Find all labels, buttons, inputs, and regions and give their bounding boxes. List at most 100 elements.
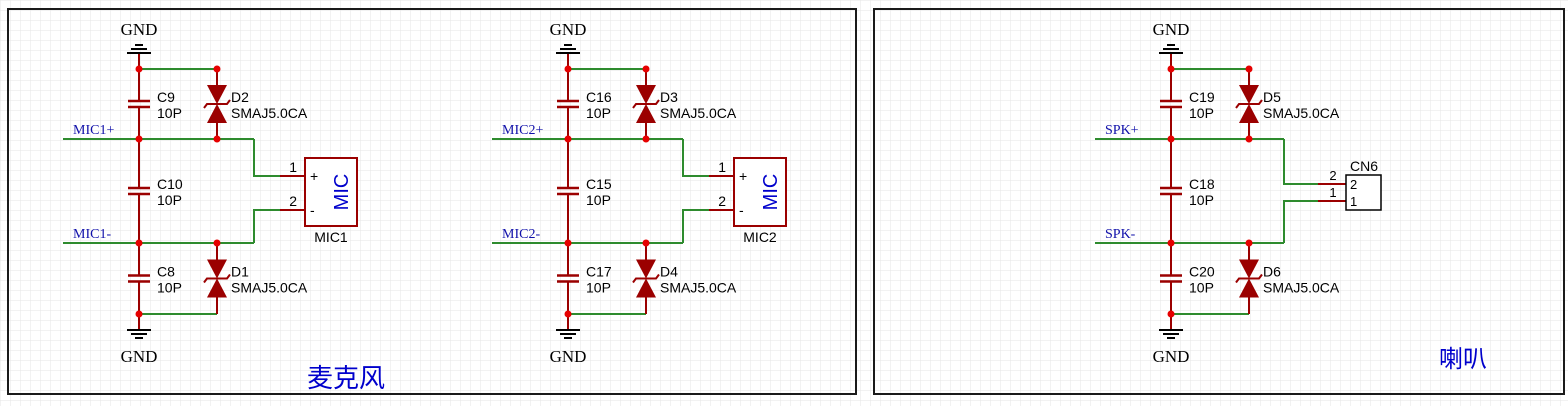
mic1-pin1-number: 1 (289, 159, 297, 175)
mic2-gnd-top-label: GND (550, 20, 587, 39)
junction-dot (135, 135, 143, 143)
mic1-pin2-number: 2 (289, 193, 297, 209)
mic1-tvs-top-upper-triangle (207, 85, 227, 104)
mic1-net-pos: MIC1+ (73, 123, 114, 138)
mic2-cap-top-ref: C16 (586, 89, 612, 105)
mic1-cap-bottom-value: 10P (157, 280, 182, 296)
mic1-net-neg: MIC1- (73, 227, 111, 242)
spk-tvs-bottom-part: SMAJ5.0CA (1263, 280, 1340, 296)
components-layer (127, 44, 1382, 339)
mic1-wire-pin2 (253, 209, 280, 243)
mic2-cap-top-value: 10P (586, 105, 611, 121)
mic2-tvs-top-upper-triangle (636, 85, 656, 104)
mic2-wire-pin1 (682, 139, 709, 177)
mic2-net-neg: MIC2- (502, 227, 540, 242)
junction-dot (213, 65, 221, 73)
mic1-mic-body (304, 157, 358, 227)
mic2-tvs-bottom-bar (632, 273, 660, 284)
junction-dot (135, 310, 143, 318)
junction-dot (642, 239, 650, 247)
mic1-plus-sign: + (310, 168, 318, 184)
mic1-cap-top-value: 10P (157, 105, 182, 121)
mic1-cap-mid-ref: C10 (157, 176, 183, 192)
cn6-outer-pin1: 1 (1329, 185, 1336, 200)
spk-tvs-top-ref: D5 (1263, 89, 1281, 105)
spk-wire-pin1 (1283, 200, 1318, 243)
mic1-tvs-top-part: SMAJ5.0CA (231, 105, 308, 121)
cn6-inner-pin1: 1 (1350, 194, 1357, 209)
junction-dot (642, 135, 650, 143)
mic1-cap-mid-value: 10P (157, 192, 182, 208)
cn6-body (1345, 174, 1382, 211)
mic2-gnd-bottom-label: GND (550, 347, 587, 366)
mic1-tvs-bottom-lower-triangle (207, 278, 227, 298)
mic2-cap-mid-ref: C15 (586, 176, 612, 192)
spk-gnd-top-label: GND (1153, 20, 1190, 39)
mic2-pin1-number: 1 (718, 159, 726, 175)
spk-cap-mid-ref: C18 (1189, 176, 1215, 192)
junction-dot (1167, 239, 1175, 247)
spk-cap-top-ref: C19 (1189, 89, 1215, 105)
junction-dot (135, 239, 143, 247)
mic2-mic-body (733, 157, 787, 227)
spk-gnd-bottom-label: GND (1153, 347, 1190, 366)
junction-dot (564, 310, 572, 318)
mic2-tvs-bottom-part: SMAJ5.0CA (660, 280, 737, 296)
mic2-mic-body-text: MIC (760, 174, 782, 211)
junction-dot (564, 65, 572, 73)
mic1-tvs-top-lower-triangle (207, 104, 227, 123)
mic1-cap-bottom-ref: C8 (157, 264, 175, 280)
sheet-title-speaker: 喇叭 (1439, 345, 1487, 373)
spk-tvs-top-lower-triangle (1239, 104, 1259, 123)
mic1-tvs-bottom-bar (203, 273, 231, 284)
mic2-minus-sign: - (739, 202, 744, 218)
mic2-pin2-number: 2 (718, 193, 726, 209)
spk-tvs-top-bar (1235, 99, 1263, 109)
spk-tvs-top-upper-triangle (1239, 85, 1259, 104)
mic1-tvs-bottom-part: SMAJ5.0CA (231, 280, 308, 296)
mic1-wire-pin1 (253, 139, 280, 177)
spk-cap-mid-value: 10P (1189, 192, 1214, 208)
junction-dot (213, 135, 221, 143)
junction-dot (1167, 135, 1175, 143)
mic2-mic-ref: MIC2 (743, 229, 777, 245)
mic1-minus-sign: - (310, 202, 315, 218)
mic2-tvs-top-bar (632, 99, 660, 109)
junctions-layer (135, 65, 1253, 318)
junction-dot (1245, 135, 1253, 143)
mic1-mic-body-text: MIC (331, 174, 353, 211)
mic2-tvs-top-ref: D3 (660, 89, 678, 105)
labels-layer: GNDGNDC910PC1010PC810PD2SMAJ5.0CAD1SMAJ5… (73, 20, 1378, 366)
junction-dot (1167, 65, 1175, 73)
junction-dot (1245, 239, 1253, 247)
cn6-inner-pin2: 2 (1350, 177, 1357, 192)
sheet-frame-speaker (873, 8, 1565, 395)
mic2-cap-mid-value: 10P (586, 192, 611, 208)
junction-dot (213, 239, 221, 247)
spk-tvs-bottom-bar (1235, 273, 1263, 284)
sheet-title-mic: 麦克风 (307, 364, 385, 394)
spk-cap-bottom-value: 10P (1189, 280, 1214, 296)
wires-layer (63, 68, 1318, 315)
mic2-tvs-bottom-ref: D4 (660, 264, 678, 280)
mic1-tvs-bottom-ref: D1 (231, 264, 249, 280)
mic1-gnd-top-label: GND (121, 20, 158, 39)
spk-net-neg: SPK- (1105, 227, 1136, 242)
mic2-tvs-top-lower-triangle (636, 104, 656, 123)
mic2-cap-bottom-value: 10P (586, 280, 611, 296)
junction-dot (564, 135, 572, 143)
spk-cap-top-value: 10P (1189, 105, 1214, 121)
mic2-tvs-bottom-lower-triangle (636, 278, 656, 298)
junction-dot (642, 65, 650, 73)
mic1-gnd-bottom-label: GND (121, 347, 158, 366)
spk-tvs-top-part: SMAJ5.0CA (1263, 105, 1340, 121)
spk-tvs-bottom-upper-triangle (1239, 259, 1259, 279)
junction-dot (135, 65, 143, 73)
mic1-tvs-top-bar (203, 99, 231, 109)
mic2-plus-sign: + (739, 168, 747, 184)
spk-wire-pin2 (1283, 139, 1318, 185)
mic2-net-pos: MIC2+ (502, 123, 543, 138)
spk-cap-bottom-ref: C20 (1189, 264, 1215, 280)
spk-tvs-bottom-ref: D6 (1263, 264, 1281, 280)
